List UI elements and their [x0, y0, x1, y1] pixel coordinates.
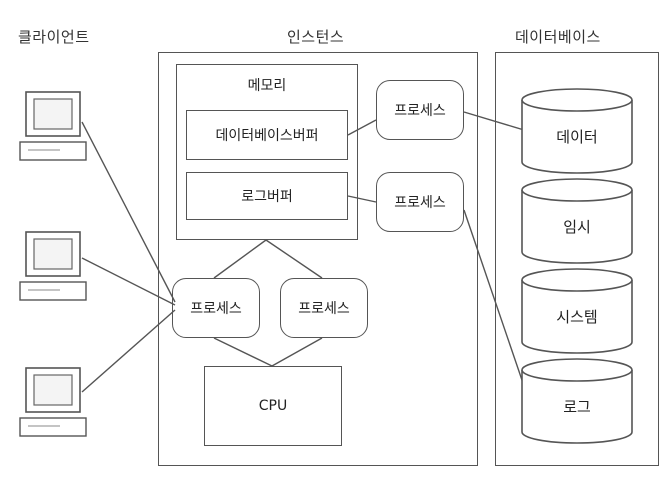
- client1-connector: [81, 121, 176, 303]
- memory-title: 메모리: [247, 78, 287, 94]
- instance-heading: 인스턴스: [287, 28, 345, 46]
- client-3-icon: [19, 367, 87, 437]
- clients-heading: 클라이언트: [18, 28, 90, 46]
- process-label: 프로세스: [394, 195, 446, 211]
- system-cylinder: [521, 268, 633, 354]
- db-buffer-box: 데이터베이스버퍼: [186, 110, 348, 160]
- logbuffer-process-connector: [347, 195, 377, 203]
- log-buffer-box: 로그버퍼: [186, 172, 348, 220]
- cpu-box: CPU: [204, 366, 342, 446]
- right-process-cpu-connector: [271, 337, 323, 367]
- cpu-label: CPU: [258, 398, 288, 414]
- process-label: 프로세스: [190, 301, 242, 317]
- client-1-icon: [19, 91, 87, 161]
- memory-left-process-connector: [213, 239, 267, 279]
- log-label: 로그: [563, 398, 591, 416]
- memory-right-process-connector: [265, 239, 323, 279]
- system-label: 시스템: [556, 308, 598, 326]
- dbbuffer-process-connector: [347, 119, 377, 136]
- process-label: 프로세스: [394, 103, 446, 119]
- temp-label: 임시: [563, 218, 591, 236]
- process-data-connector: [463, 111, 525, 131]
- database-heading: 데이터베이스: [515, 28, 601, 46]
- process-box-right-bottom: 프로세스: [280, 278, 368, 338]
- system-cylinder-label-wrap: 시스템: [522, 306, 632, 326]
- temp-cylinder-label-wrap: 임시: [522, 216, 632, 236]
- client2-connector: [81, 257, 176, 306]
- log-buffer-label: 로그버퍼: [241, 189, 293, 205]
- client3-connector: [81, 309, 176, 393]
- process-box-right-mid: 프로세스: [376, 172, 464, 232]
- data-label: 데이터: [556, 128, 598, 146]
- data-cylinder: [521, 88, 633, 174]
- client-2-icon: [19, 231, 87, 301]
- log-cylinder: [521, 358, 633, 444]
- data-cylinder-label-wrap: 데이터: [522, 126, 632, 146]
- log-cylinder-label-wrap: 로그: [522, 396, 632, 416]
- temp-cylinder: [521, 178, 633, 264]
- process-label: 프로세스: [298, 301, 350, 317]
- db-buffer-label: 데이터베이스버퍼: [215, 128, 319, 144]
- left-process-cpu-connector: [213, 337, 273, 367]
- process-box-right-top: 프로세스: [376, 80, 464, 140]
- process-log-connector: [463, 209, 525, 387]
- process-box-left-bottom: 프로세스: [172, 278, 260, 338]
